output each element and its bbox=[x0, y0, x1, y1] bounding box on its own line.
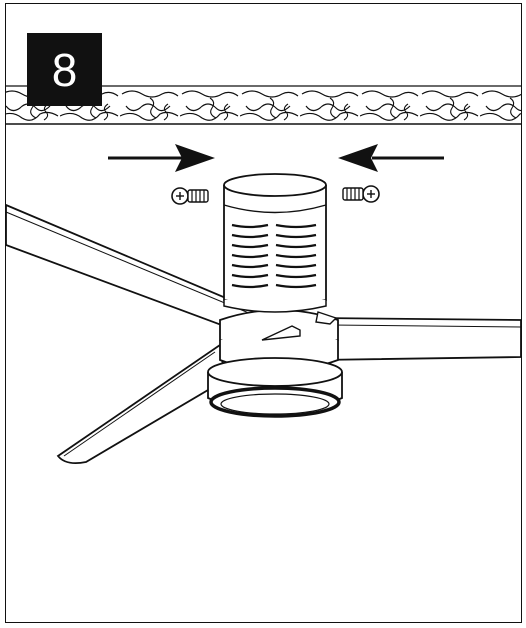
screw-icon bbox=[171, 187, 209, 205]
blade-arms bbox=[261, 311, 338, 341]
step-number: 8 bbox=[51, 43, 78, 96]
fan-blade-lower-left bbox=[56, 343, 226, 465]
ceiling-canopy bbox=[223, 173, 327, 313]
arrow-right-icon bbox=[108, 144, 215, 172]
screw-icon bbox=[342, 185, 380, 203]
step-number-badge: 8 bbox=[27, 33, 102, 106]
fan-blade-right bbox=[317, 317, 522, 361]
light-kit bbox=[207, 357, 343, 418]
arrow-left-icon bbox=[338, 144, 444, 172]
